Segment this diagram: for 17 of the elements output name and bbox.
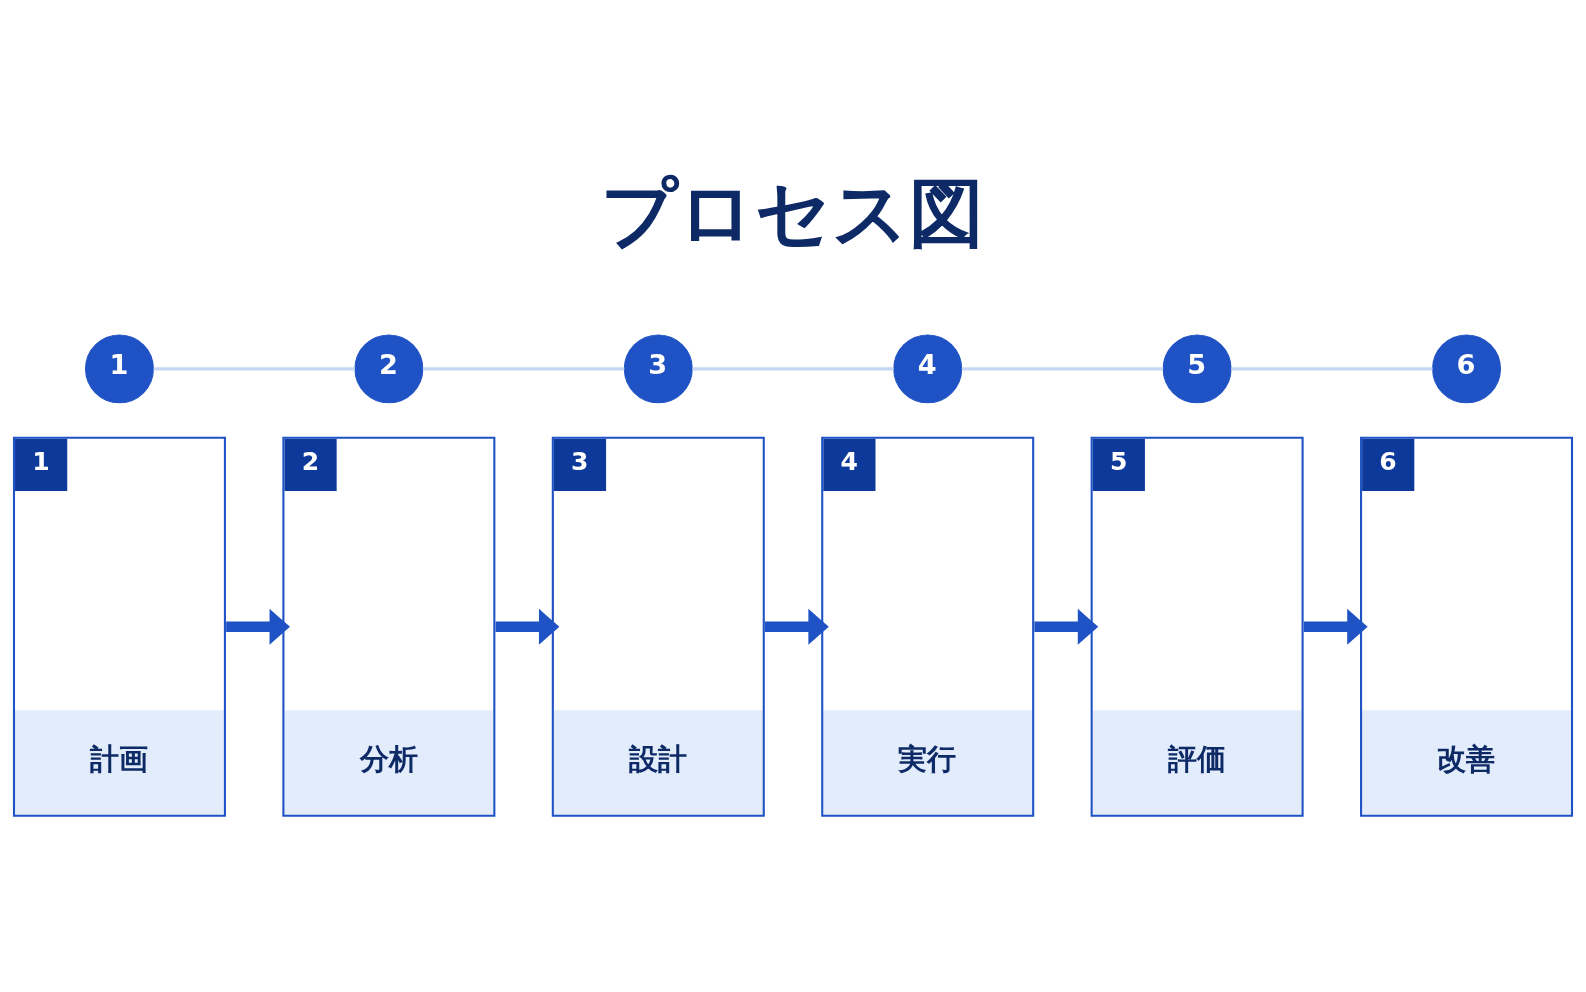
node-circle: 6	[1432, 333, 1501, 403]
node-circle: 5	[1162, 333, 1232, 403]
node-circle: 3	[623, 333, 693, 403]
arrow	[1034, 608, 1099, 645]
node-circle: 4	[893, 333, 963, 403]
connector	[1231, 366, 1433, 370]
connector	[692, 366, 894, 370]
node-circle: 2	[354, 333, 424, 403]
diagram-title: プロセス図	[601, 168, 985, 257]
connector	[422, 366, 625, 370]
arrow	[765, 608, 829, 645]
connector	[961, 366, 1164, 370]
arrow	[226, 608, 290, 645]
node-circle: 1	[85, 333, 154, 403]
arrow	[1303, 608, 1368, 645]
arrow	[495, 608, 560, 645]
connector	[153, 366, 355, 370]
